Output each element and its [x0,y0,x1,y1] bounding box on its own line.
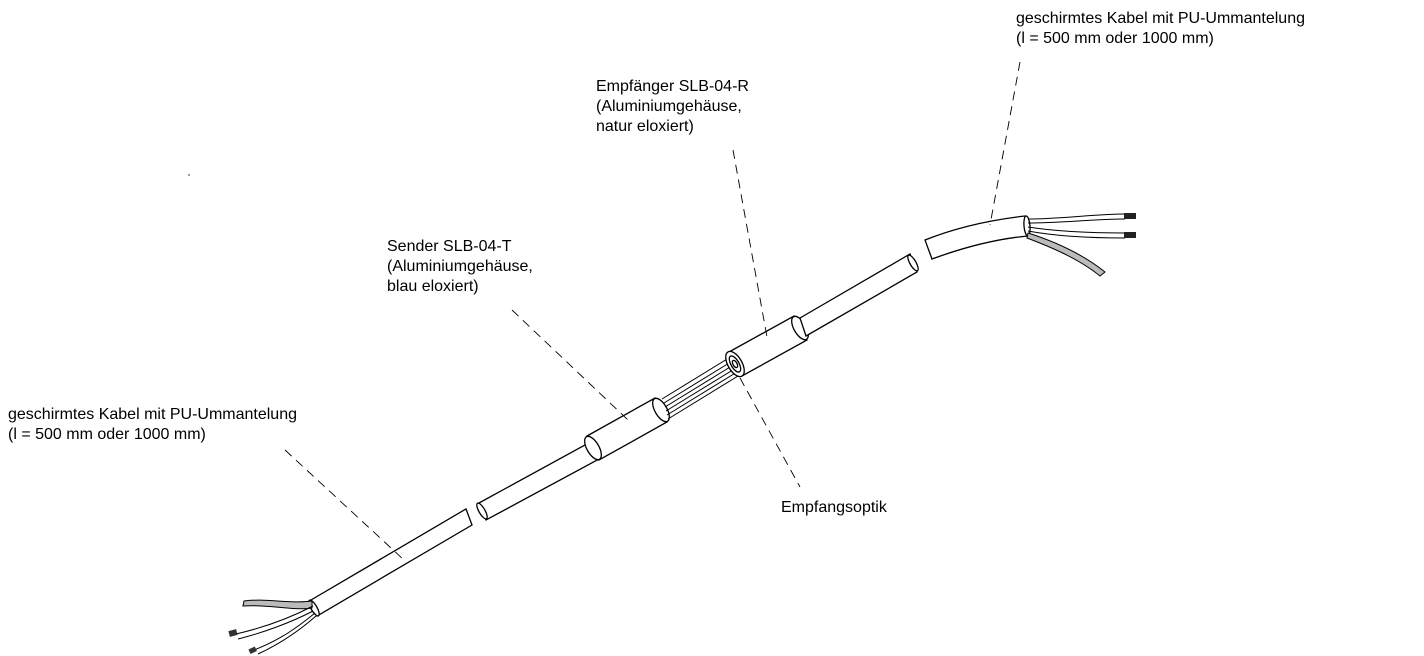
sender-housing [584,397,670,461]
label-sender-line2: (Aluminiumgehäuse, [387,258,533,275]
label-receiving-optics: Empfangsoptik [781,498,887,518]
label-receiver-line1: Empfänger SLB-04-R [596,78,749,95]
left-cable-segment [308,508,473,617]
label-sender: Sender SLB-04-T (Aluminiumgehäuse, blau … [387,237,533,297]
label-sender-line1: Sender SLB-04-T [387,238,512,255]
receiver-housing [725,315,809,378]
label-cable-top-right-line1: geschirmtes Kabel mit PU-Ummantelung [1016,10,1305,27]
leader-lines [284,61,1021,561]
leader-sender [511,309,629,421]
left-cable-wires [228,599,317,655]
label-receiver-line2: (Aluminiumgehäuse, [596,98,742,115]
leader-left-cable [284,449,405,561]
leader-receiver [732,149,768,338]
right-cable-wires [1026,213,1136,277]
label-cable-left-line1: geschirmtes Kabel mit PU-Ummantelung [8,406,297,423]
label-cable-top-right: geschirmtes Kabel mit PU-Ummantelung (l … [1016,9,1305,49]
leader-right-cable [989,61,1021,226]
label-cable-left-line2: (l = 500 mm oder 1000 mm) [8,426,206,443]
fiber-bundle [661,355,739,420]
label-receiving-optics-line1: Empfangsoptik [781,499,887,516]
leader-receiving-optics [739,377,801,488]
label-receiver: Empfänger SLB-04-R (Aluminiumgehäuse, na… [596,77,749,137]
right-cable-segment [924,215,1031,260]
label-cable-left: geschirmtes Kabel mit PU-Ummantelung (l … [8,405,297,445]
label-receiver-line3: natur eloxiert) [596,118,694,135]
drawing-speck [188,174,190,176]
label-sender-line3: blau eloxiert) [387,278,479,295]
middle-cable-segment [476,439,602,521]
right-middle-cable-segment [799,253,919,337]
label-cable-top-right-line2: (l = 500 mm oder 1000 mm) [1016,30,1214,47]
